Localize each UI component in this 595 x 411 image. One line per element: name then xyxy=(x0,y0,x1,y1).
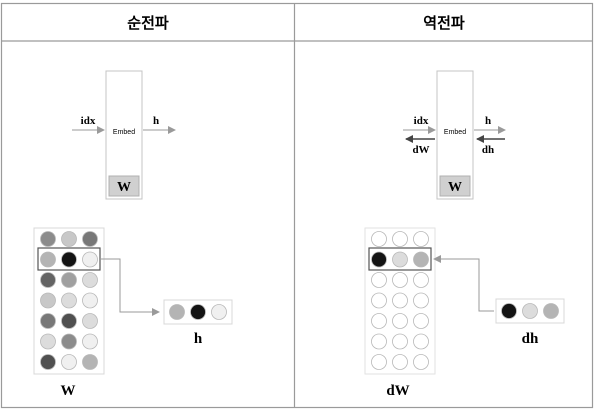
matrix-cell xyxy=(413,354,429,370)
row-to-h-connector xyxy=(101,258,160,316)
forward-header: 순전파 xyxy=(127,15,169,32)
matrix-cell xyxy=(371,272,387,288)
vector-cell xyxy=(522,303,538,319)
h-label: h xyxy=(153,115,159,127)
matrix-cell xyxy=(392,231,408,247)
backward-header: 역전파 xyxy=(423,15,465,32)
weight-box xyxy=(108,175,140,197)
matrix-bracket xyxy=(33,227,105,375)
matrix-cell xyxy=(371,313,387,329)
forward-embed-node: Embed W xyxy=(105,70,143,200)
forward-matrix-w xyxy=(33,227,105,375)
matrix-cell xyxy=(392,272,408,288)
embed-label: Embed xyxy=(113,129,135,136)
vector-cell xyxy=(190,304,206,320)
idx-label: idx xyxy=(414,115,429,127)
matrix-cell xyxy=(40,333,56,350)
vector-cell xyxy=(169,304,185,320)
matrix-cell xyxy=(371,231,387,247)
dh-to-row-connector xyxy=(433,255,494,312)
matrix-cell xyxy=(61,354,77,370)
selected-row-highlight xyxy=(37,247,101,271)
matrix-cell xyxy=(371,292,387,309)
backward-embed-node: Embed W xyxy=(436,70,474,200)
matrix-dw-label: dW xyxy=(386,383,409,399)
weight-box xyxy=(439,175,471,197)
backward-matrix-dw xyxy=(364,227,436,375)
vector-cell xyxy=(501,303,517,319)
dw-label: dW xyxy=(412,144,429,156)
matrix-bracket xyxy=(364,227,436,375)
matrix-cell xyxy=(413,313,429,329)
embed-label: Embed xyxy=(444,129,466,136)
matrix-cell xyxy=(40,313,56,329)
selected-row-highlight xyxy=(368,247,432,271)
weight-label: W xyxy=(448,180,462,195)
matrix-cell xyxy=(371,333,387,350)
matrix-cell xyxy=(61,251,77,268)
matrix-cell xyxy=(82,231,98,247)
matrix-cell xyxy=(392,251,408,268)
matrix-cell xyxy=(82,313,98,329)
matrix-cell xyxy=(40,354,56,370)
dh-label: dh xyxy=(482,144,494,156)
matrix-cell xyxy=(82,272,98,288)
matrix-cell xyxy=(413,231,429,247)
matrix-cell xyxy=(40,292,56,309)
vector-cell xyxy=(543,303,559,319)
matrix-cell xyxy=(371,354,387,370)
matrix-cell xyxy=(40,272,56,288)
matrix-cell xyxy=(413,251,429,268)
forward-vector-h xyxy=(163,299,233,325)
matrix-cell xyxy=(371,251,387,268)
matrix-cell xyxy=(61,272,77,288)
matrix-cell xyxy=(392,313,408,329)
matrix-cell xyxy=(392,333,408,350)
matrix-cell xyxy=(82,333,98,350)
vector-bracket xyxy=(163,299,233,325)
weight-label: W xyxy=(117,180,131,195)
matrix-cell xyxy=(413,272,429,288)
backward-vector-dh xyxy=(495,298,565,324)
matrix-cell xyxy=(392,292,408,309)
matrix-cell xyxy=(392,354,408,370)
vector-bracket xyxy=(495,298,565,324)
matrix-cell xyxy=(413,333,429,350)
vector-dh-label: dh xyxy=(522,331,539,347)
matrix-cell xyxy=(61,231,77,247)
matrix-cell xyxy=(40,251,56,268)
matrix-cell xyxy=(82,292,98,309)
matrix-w-label: W xyxy=(61,383,76,399)
matrix-cell xyxy=(61,313,77,329)
matrix-cell xyxy=(40,231,56,247)
matrix-cell xyxy=(61,333,77,350)
h-label: h xyxy=(485,115,491,127)
matrix-cell xyxy=(61,292,77,309)
matrix-cell xyxy=(413,292,429,309)
vector-h-label: h xyxy=(194,331,203,347)
vector-cell xyxy=(211,304,227,320)
idx-label: idx xyxy=(81,115,96,127)
matrix-cell xyxy=(82,251,98,268)
matrix-cell xyxy=(82,354,98,370)
